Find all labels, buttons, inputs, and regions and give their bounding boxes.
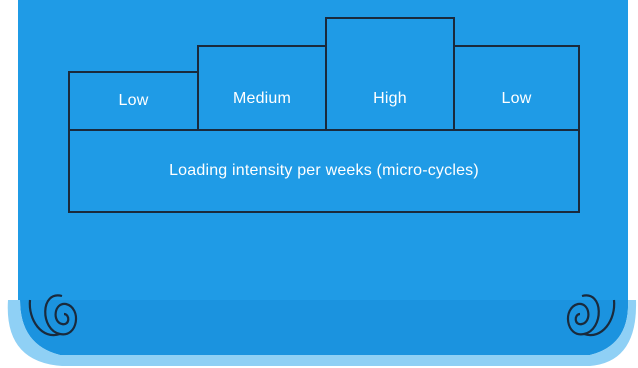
week-block-1: Low <box>68 71 199 131</box>
base-block: Loading intensity per weeks (micro-cycle… <box>68 129 580 213</box>
week-label-3: High <box>373 90 407 107</box>
week-label-1: Low <box>118 92 149 109</box>
left-swirl <box>28 294 78 337</box>
week-block-2: Medium <box>197 45 327 131</box>
week-block-3: High <box>325 17 455 131</box>
right-swirl <box>566 294 616 337</box>
week-label-4: Low <box>501 90 532 107</box>
scroll-roll <box>20 300 629 355</box>
scroll-rim <box>7 300 637 366</box>
base-label: Loading intensity per weeks (micro-cycle… <box>169 162 479 179</box>
week-label-2: Medium <box>232 90 292 107</box>
week-block-4: Low <box>453 45 580 131</box>
